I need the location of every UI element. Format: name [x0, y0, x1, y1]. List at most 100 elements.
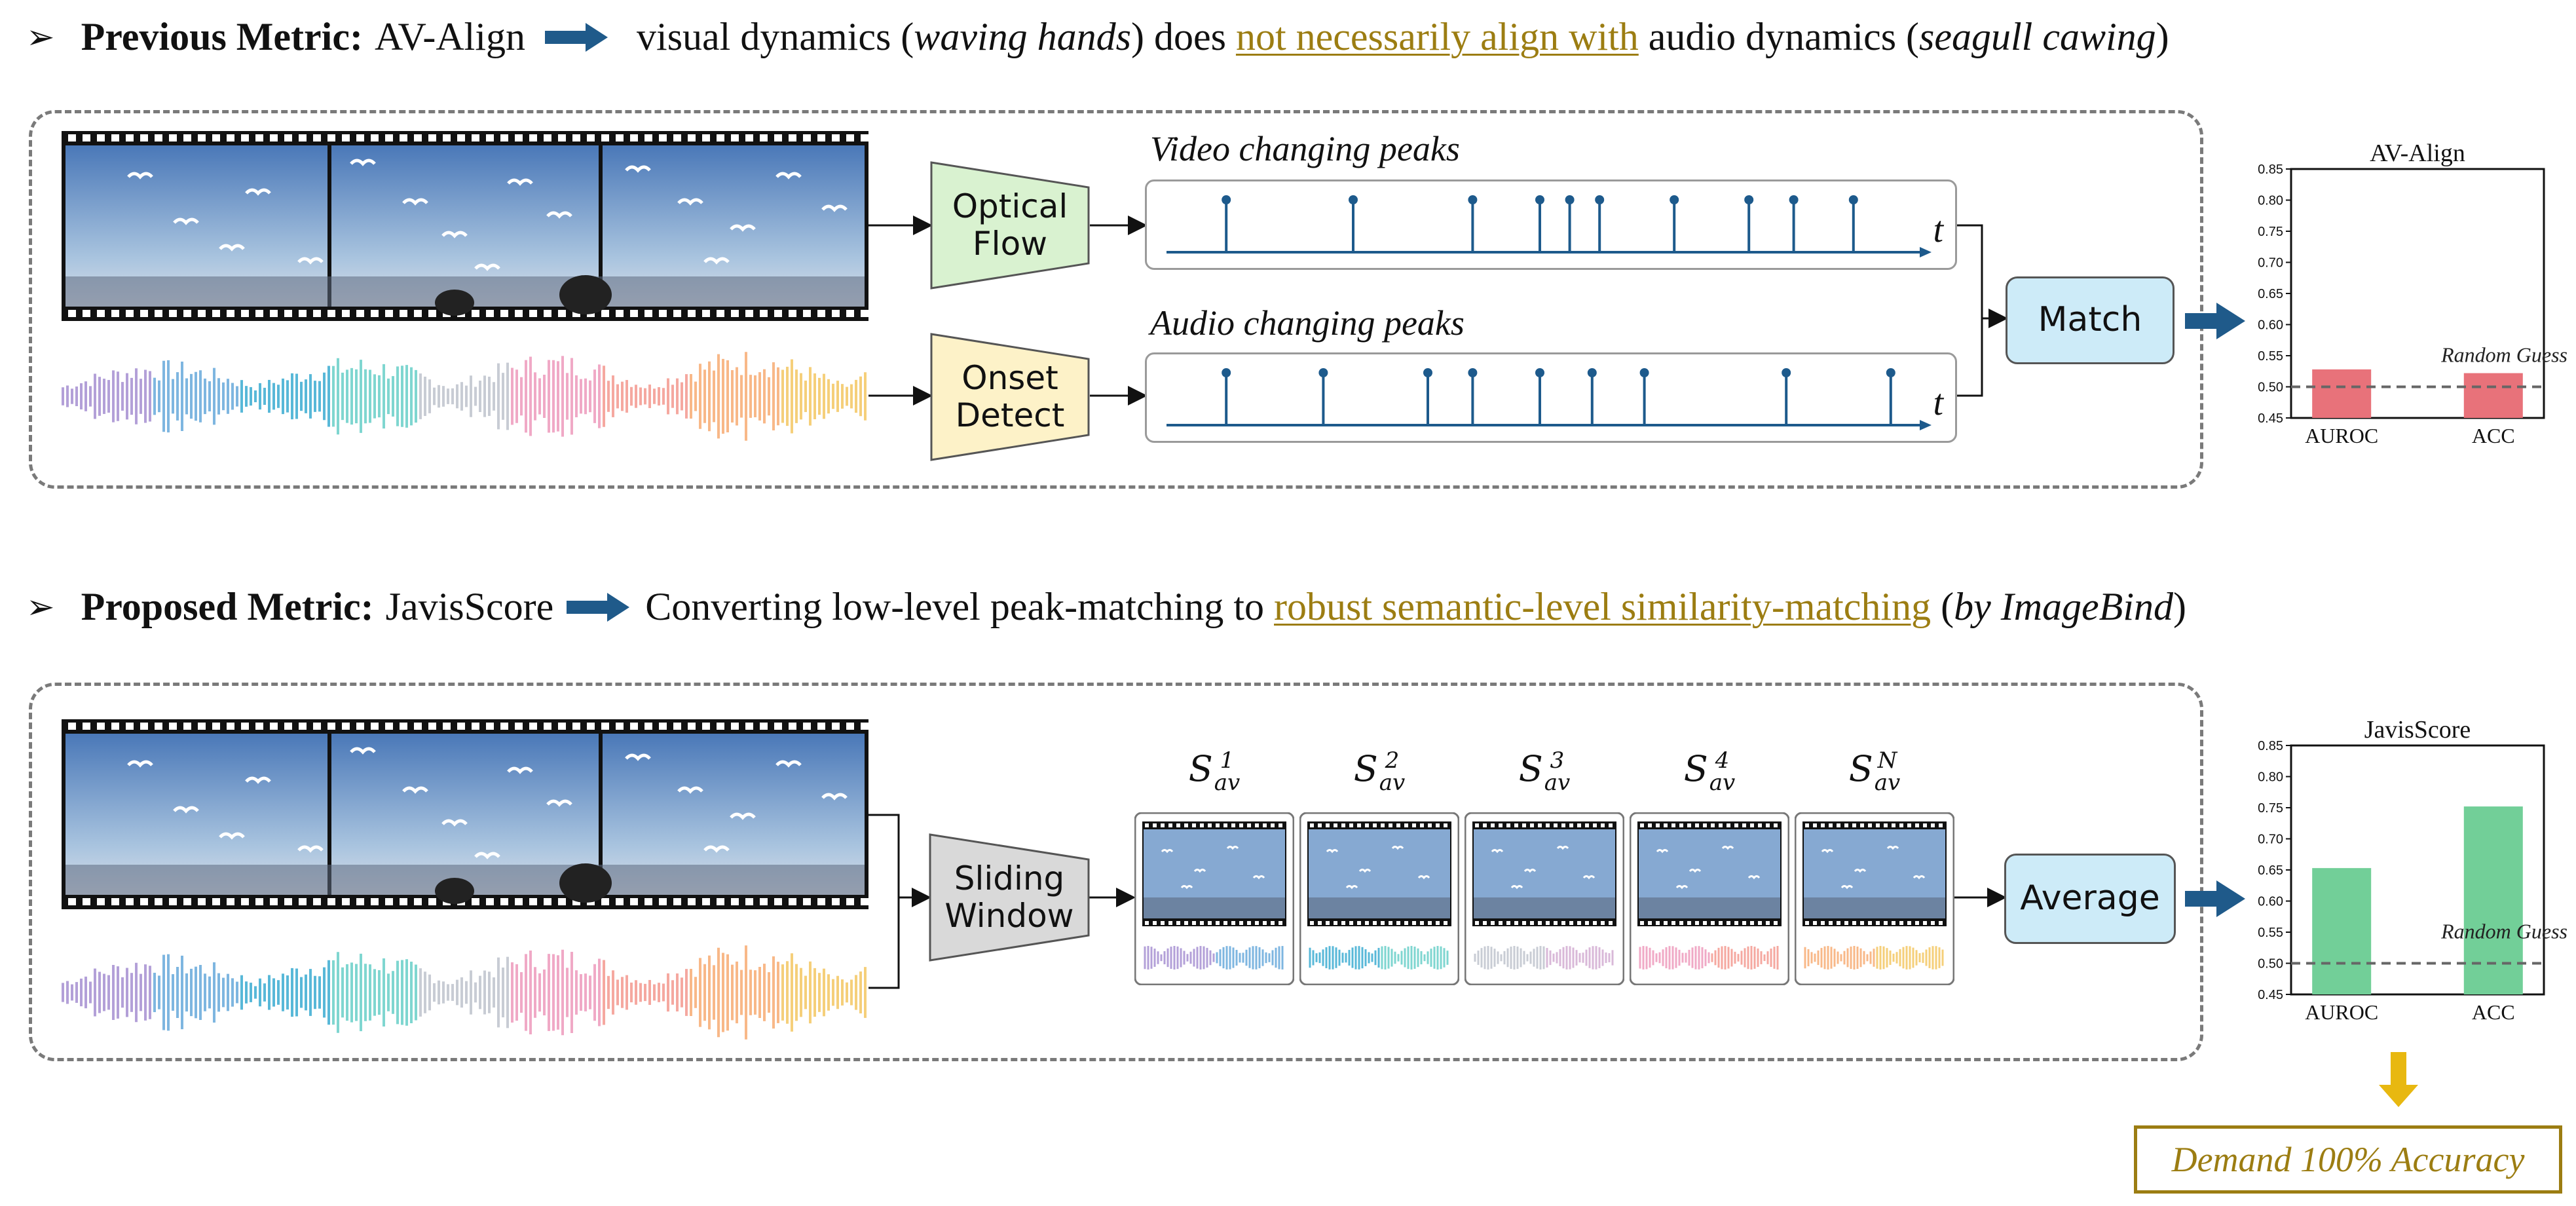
film-hole: [673, 723, 681, 730]
blue-arrow-icon: [2185, 880, 2245, 917]
film-hole: [644, 310, 652, 317]
peak-marker: [1222, 195, 1231, 204]
film-hole: [515, 898, 523, 905]
match-box: Match: [2006, 276, 2175, 364]
film-hole: [140, 134, 148, 141]
window-clip: [1134, 812, 1294, 985]
previous-metric-header: ➢ Previous Metric: AV-Align visual dynam…: [26, 14, 2169, 60]
film-hole: [385, 134, 393, 141]
y-tick-label: 0.80: [2258, 194, 2283, 208]
film-hole: [832, 310, 840, 317]
y-tick-label: 0.50: [2258, 957, 2283, 971]
seagull-shape: [127, 172, 153, 179]
seagull-shape: [1913, 875, 1926, 880]
film-hole: [688, 898, 696, 905]
y-tick-label: 0.45: [2258, 411, 2283, 426]
film-hole: [169, 898, 177, 905]
film-hole: [126, 898, 134, 905]
seagull-shape: [297, 257, 324, 265]
film-hole: [414, 723, 422, 730]
av-align-panel: [29, 110, 2203, 489]
desc-text: ) does: [1130, 15, 1236, 58]
optical-flow-label: Optical Flow: [952, 187, 1068, 263]
film-hole: [572, 723, 580, 730]
seagull-shape: [1510, 885, 1523, 890]
seagull-shape: [1345, 885, 1358, 890]
film-hole: [529, 134, 537, 141]
film-hole: [428, 723, 436, 730]
film-hole: [241, 898, 249, 905]
film-hole: [688, 310, 696, 317]
score-subscript: av: [1379, 770, 1406, 796]
film-hole: [601, 310, 609, 317]
desc-italic: seagull cawing: [1919, 15, 2156, 58]
film-hole: [558, 134, 566, 141]
film-hole: [356, 134, 364, 141]
film-hole: [500, 898, 508, 905]
seagull-shape: [297, 845, 324, 853]
film-hole: [356, 898, 364, 905]
y-tick-label: 0.85: [2258, 739, 2283, 753]
film-hole: [486, 898, 494, 905]
av-align-chart: AV-Align0.450.500.550.600.650.700.750.80…: [2258, 140, 2567, 447]
film-hole: [227, 310, 234, 317]
seagull-shape: [1840, 885, 1854, 890]
film-hole: [472, 310, 479, 317]
film-hole: [284, 723, 292, 730]
seagull-shape: [1675, 885, 1689, 890]
seagull-shape: [1417, 875, 1430, 880]
score-superscript: 1: [1220, 747, 1235, 774]
optical-flow-box: [930, 161, 1090, 290]
film-hole: [572, 134, 580, 141]
film-hole: [544, 134, 551, 141]
film-hole: [832, 898, 840, 905]
seagull-shape: [1556, 846, 1569, 850]
film-hole: [702, 310, 710, 317]
film-hole: [529, 898, 537, 905]
film-hole: [846, 723, 854, 730]
film-hole: [83, 898, 90, 905]
film-hole: [572, 310, 580, 317]
film-hole: [846, 898, 854, 905]
film-hole: [284, 134, 292, 141]
video-filmstrip: [62, 719, 868, 909]
film-hole: [745, 898, 753, 905]
seagull-shape: [1326, 849, 1339, 854]
highlight-text: robust semantic-level similarity-matchin…: [1274, 585, 1932, 628]
film-hole: [443, 723, 451, 730]
film-hole: [659, 310, 667, 317]
film-hole: [702, 134, 710, 141]
film-hole: [183, 898, 191, 905]
peak-marker: [1565, 195, 1575, 204]
film-hole: [284, 898, 292, 905]
film-hole: [371, 134, 379, 141]
bullet-arrow-icon: ➢: [26, 17, 55, 57]
seagull-shape: [173, 217, 199, 225]
film-hole: [558, 310, 566, 317]
film-hole: [111, 134, 119, 141]
film-hole: [616, 134, 624, 141]
row-label: Proposed Metric:: [81, 585, 374, 628]
film-hole: [774, 723, 782, 730]
chart-title: AV-Align: [2370, 140, 2465, 167]
peak-marker: [1639, 368, 1649, 377]
film-hole: [414, 134, 422, 141]
film-hole: [659, 134, 667, 141]
seagull-shape: [775, 760, 802, 768]
film-hole: [673, 134, 681, 141]
film-hole: [371, 898, 379, 905]
film-hole: [616, 723, 624, 730]
seagull-shape: [127, 760, 153, 768]
peak-marker: [1535, 195, 1544, 204]
film-hole: [558, 723, 566, 730]
score-superscript: N: [1877, 747, 1897, 774]
film-hole: [803, 898, 811, 905]
y-tick-label: 0.65: [2258, 287, 2283, 301]
film-hole: [414, 310, 422, 317]
film-hole: [140, 723, 148, 730]
onset-detect-box: [930, 333, 1090, 461]
film-hole: [817, 310, 825, 317]
seagull-shape: [441, 231, 468, 238]
